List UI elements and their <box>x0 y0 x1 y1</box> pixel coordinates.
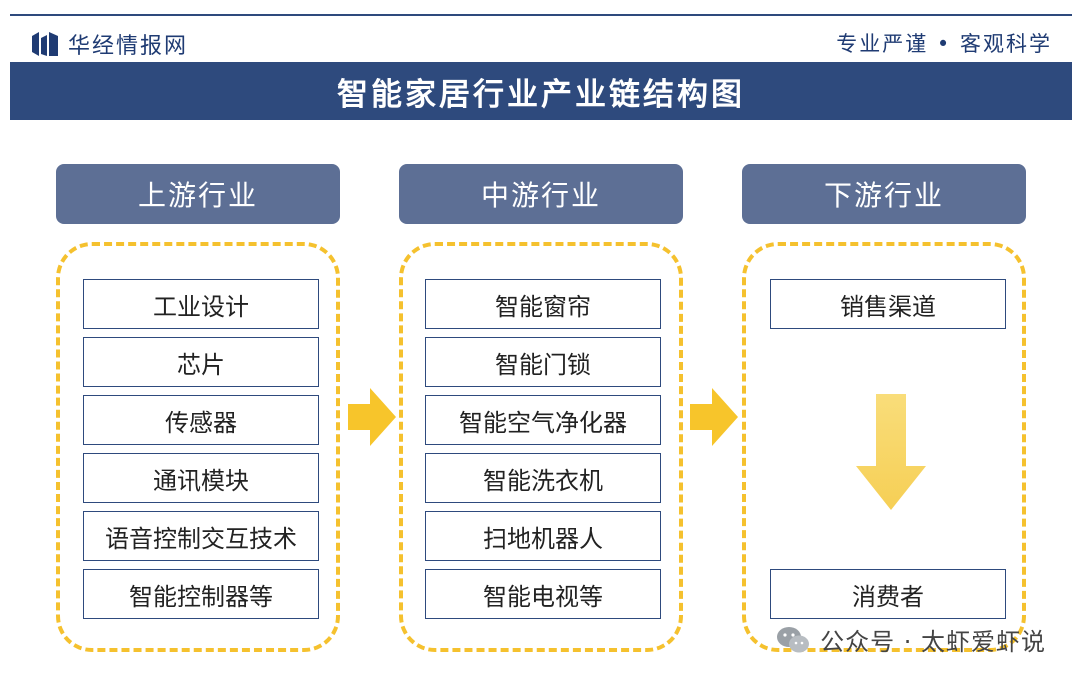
upstream-item: 通讯模块 <box>83 453 319 503</box>
logo-text: 华经情报网 <box>68 34 189 59</box>
dashed-group-midstream <box>399 242 683 652</box>
upstream-item: 工业设计 <box>83 279 319 329</box>
midstream-item: 智能窗帘 <box>425 279 661 329</box>
upstream-item: 芯片 <box>83 337 319 387</box>
column-header-upstream: 上游行业 <box>56 164 340 224</box>
top-bar: 华经情报网 专业严谨 • 客观科学 <box>10 18 1072 62</box>
upstream-item: 传感器 <box>83 395 319 445</box>
arrow-right-icon <box>690 388 738 446</box>
dashed-group-downstream <box>742 242 1026 652</box>
title-bar: 智能家居行业产业链结构图 <box>10 62 1072 120</box>
midstream-item: 智能电视等 <box>425 569 661 619</box>
arrow-right-icon <box>348 388 396 446</box>
bars-logo-icon <box>32 32 58 56</box>
slogan: 专业严谨 • 客观科学 <box>836 32 1052 56</box>
footer-account: 公众号 · 太虾爱虾说 <box>776 622 1046 657</box>
page-title: 智能家居行业产业链结构图 <box>337 76 745 113</box>
top-rule <box>10 14 1072 16</box>
downstream-item: 销售渠道 <box>770 279 1006 329</box>
footer-text: 公众号 · 太虾爱虾说 <box>820 628 1046 656</box>
column-header-downstream: 下游行业 <box>742 164 1026 224</box>
midstream-item: 智能空气净化器 <box>425 395 661 445</box>
midstream-item: 扫地机器人 <box>425 511 661 561</box>
downstream-item: 消费者 <box>770 569 1006 619</box>
midstream-item: 智能洗衣机 <box>425 453 661 503</box>
midstream-item: 智能门锁 <box>425 337 661 387</box>
logo: 华经情报网 <box>32 28 188 60</box>
arrow-down-icon <box>856 394 926 510</box>
wechat-icon <box>777 626 810 652</box>
upstream-item: 智能控制器等 <box>83 569 319 619</box>
industry-chain-diagram: 上游行业 工业设计 芯片 传感器 通讯模块 语音控制交互技术 智能控制器等 中游… <box>0 120 1080 685</box>
dashed-group-upstream <box>56 242 340 652</box>
upstream-item: 语音控制交互技术 <box>83 511 319 561</box>
column-header-midstream: 中游行业 <box>399 164 683 224</box>
